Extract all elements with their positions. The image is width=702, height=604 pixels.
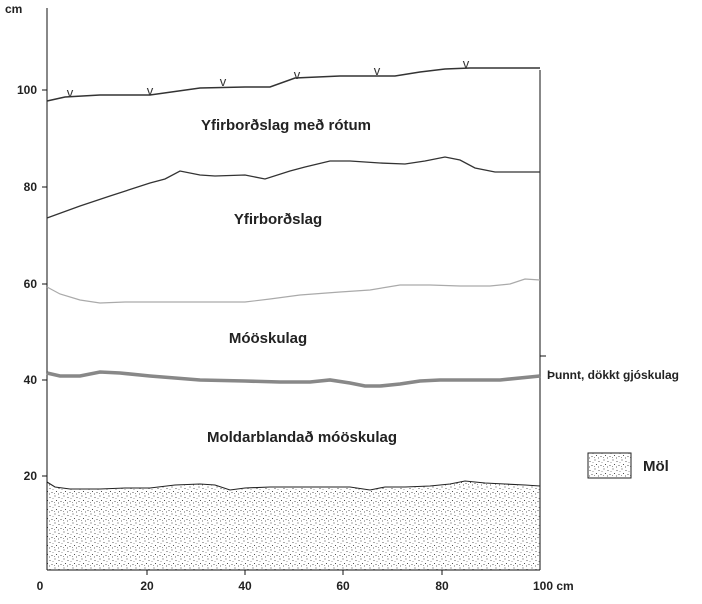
x-tick-label: 0 [37, 579, 44, 593]
y-tick-label: 80 [24, 180, 38, 194]
y-axis-unit: cm [5, 2, 22, 16]
y-tick-label: 40 [24, 373, 38, 387]
layer-label-surface: Yfirborðslag [234, 211, 322, 228]
y-tick-label: 60 [24, 277, 38, 291]
surface-line [46, 67, 540, 102]
vegetation-mark: v [147, 83, 154, 98]
dark-tephra-line [46, 370, 541, 388]
x-tick-label: 100 cm [533, 579, 574, 593]
legend-label: Möl [643, 458, 669, 475]
vegetation-mark: v [463, 56, 470, 71]
x-tick-label: 20 [140, 579, 154, 593]
legend: Möl [587, 452, 669, 479]
vegetation-mark: v [67, 85, 74, 100]
x-tick-label: 80 [435, 579, 449, 593]
layer-label-tephra: Móöskulag [229, 330, 307, 347]
legend-gravel-swatch [587, 452, 632, 479]
y-tick-label: 100 [17, 83, 37, 97]
y-tick-label: 20 [24, 469, 38, 483]
boundary-60cm [46, 278, 541, 304]
gravel-layer [47, 481, 540, 570]
vegetation-mark: v [374, 63, 381, 78]
thin-dark-tephra-label: Þunnt, dökkt gjóskulag [547, 368, 679, 382]
layer-label-mixed: Moldarblandað móöskulag [207, 429, 397, 446]
gravel-top-boundary [46, 480, 541, 491]
vegetation-mark: v [220, 74, 227, 89]
boundary-80cm [46, 156, 540, 219]
x-tick-label: 60 [336, 579, 350, 593]
x-tick-label: 40 [238, 579, 252, 593]
layer-label-top: Yfirborðslag með rótum [201, 117, 371, 134]
vegetation-mark: v [294, 67, 301, 82]
